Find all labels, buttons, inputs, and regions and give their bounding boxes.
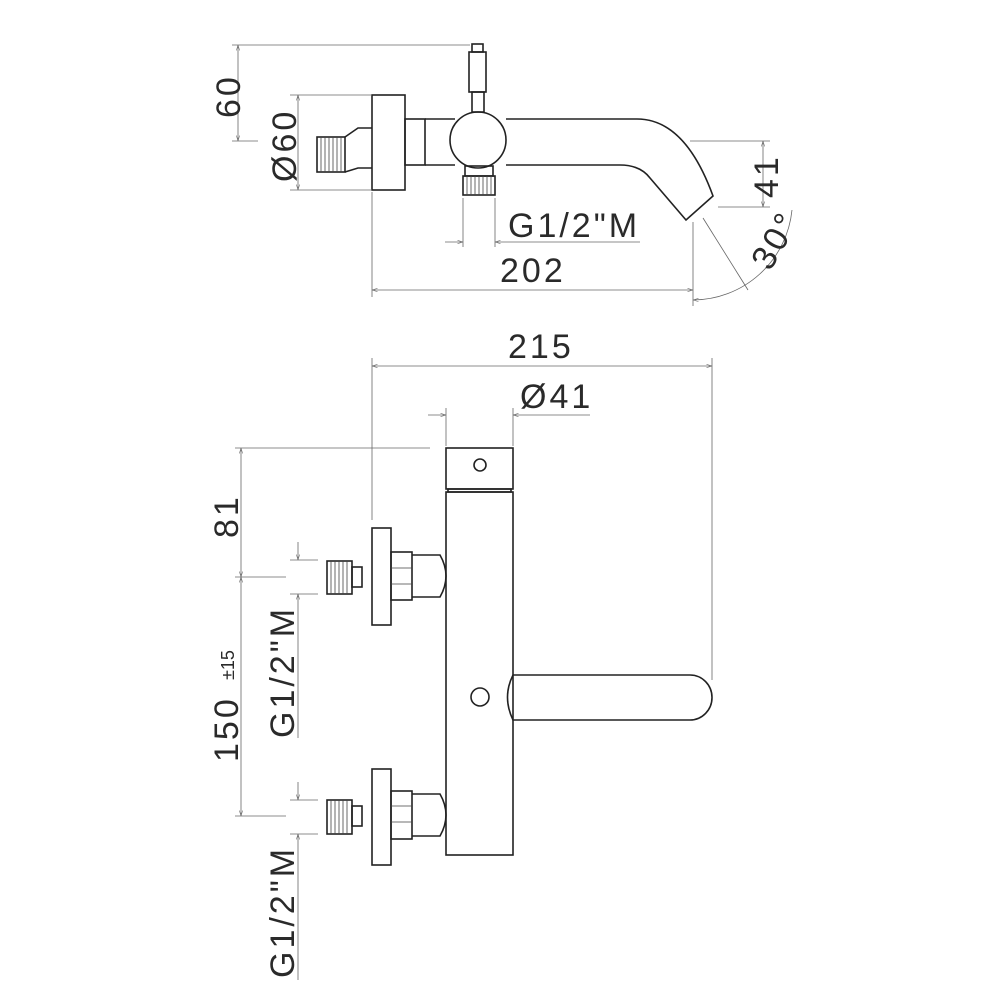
diverter-knob <box>468 43 487 113</box>
mixer-body <box>445 491 514 856</box>
wall-flange <box>371 94 406 191</box>
front-view: 215 Ø41 81 150 ±15 G1/2"M G1/2"M <box>208 328 713 980</box>
connector <box>404 118 426 166</box>
top-view: 60 Ø60 41 30° G1/2"M 202 <box>210 43 807 306</box>
valve-body <box>449 111 507 169</box>
upper-inlet <box>326 527 447 626</box>
dim-spout-drop: 41 <box>748 154 786 198</box>
dim-height: 60 <box>210 74 248 118</box>
outlet-thread <box>462 165 496 196</box>
dim-inlet-tolerance: ±15 <box>218 650 238 680</box>
top-cap <box>445 447 514 490</box>
dim-angle: 30° <box>744 205 807 276</box>
lever-handle <box>506 674 713 721</box>
inlet-thread <box>316 127 372 173</box>
front-view-mixer <box>326 447 713 866</box>
dim-inlet-spacing: 150 <box>208 696 246 762</box>
dim-length: 202 <box>500 252 566 290</box>
lower-inlet <box>326 768 447 866</box>
cap-hole <box>473 458 487 472</box>
dim-top-offset: 81 <box>208 494 246 538</box>
top-view-dimensions: 60 Ø60 41 30° G1/2"M 202 <box>210 44 807 306</box>
dim-body-diameter: Ø41 <box>520 378 593 416</box>
front-view-dimensions: 215 Ø41 81 150 ±15 G1/2"M G1/2"M <box>208 328 713 980</box>
dim-flange-diameter: Ø60 <box>266 109 304 182</box>
dim-inlet-thread-lower: G1/2"M <box>264 846 302 978</box>
dim-width: 215 <box>508 328 574 366</box>
top-view-mixer <box>316 43 714 222</box>
indicator-hole <box>470 687 490 707</box>
spout <box>506 118 714 222</box>
dim-inlet-thread-upper: G1/2"M <box>264 606 302 738</box>
dim-outlet-thread: G1/2"M <box>508 207 640 245</box>
